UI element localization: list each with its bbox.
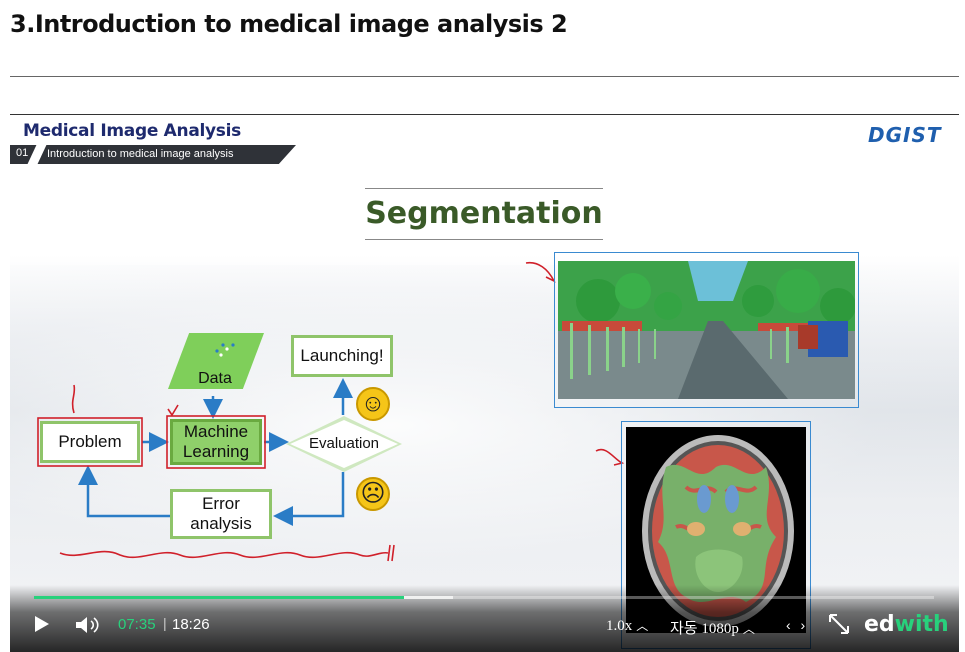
play-icon[interactable]: [34, 615, 50, 633]
speed-label: 1.0x: [606, 618, 632, 634]
error-label-line2: analysis: [190, 514, 251, 534]
launching-node: Launching!: [291, 335, 393, 377]
street-segmentation-image: [558, 261, 855, 399]
title-divider: [10, 76, 959, 77]
edwith-logo-part-a: ed: [864, 612, 895, 637]
data-label: Data: [185, 370, 245, 388]
quality-label: 자동 1080p: [670, 621, 739, 637]
volume-icon[interactable]: [74, 615, 104, 635]
fullscreen-icon[interactable]: [828, 613, 850, 635]
error-analysis-node: Error analysis: [170, 489, 272, 539]
edwith-logo[interactable]: edwith: [864, 612, 949, 637]
annotation-mri-arrow: [596, 450, 622, 465]
quality-button[interactable]: 자동 1080p ︿: [670, 617, 755, 638]
annotation-end-marks: [388, 545, 394, 561]
arrow-error-to-problem: [88, 470, 170, 516]
speed-button[interactable]: 1.0x ︿: [606, 617, 648, 635]
current-time: 07:35: [118, 616, 156, 633]
ml-label-line1: Machine: [183, 422, 249, 442]
page-title: 3.Introduction to medical image analysis…: [10, 10, 567, 38]
annotation-street-arrow: [526, 263, 554, 281]
video-player[interactable]: Medical Image Analysis 01 Introduction t…: [10, 114, 959, 652]
edwith-logo-part-b: with: [895, 612, 949, 637]
annotation-problem-arrow: [73, 385, 75, 413]
data-scatter-icon: [205, 337, 245, 363]
chevron-up-icon: ︿: [636, 619, 648, 633]
annotation-ml-tick: [168, 405, 178, 415]
arrow-eval-to-error: [278, 472, 343, 516]
ml-label-line2: Learning: [183, 442, 249, 462]
problem-node: Problem: [40, 421, 140, 463]
chapter-nav-buttons[interactable]: ‹ ›: [786, 617, 808, 633]
slide: Medical Image Analysis 01 Introduction t…: [10, 115, 959, 652]
happy-face-icon: ☺: [356, 387, 390, 421]
machine-learning-node: Machine Learning: [170, 419, 262, 465]
player-controls: 07:35 | 18:26 1.0x ︿ 자동 1080p ︿ ‹ › edwith: [10, 585, 959, 652]
launching-label: Launching!: [300, 346, 383, 366]
chevron-up-icon: ︿: [743, 622, 755, 636]
evaluation-label: Evaluation: [290, 435, 398, 452]
progress-bar[interactable]: [34, 596, 934, 599]
annotation-underline: [60, 552, 388, 558]
time-separator: |: [163, 615, 167, 631]
error-label-line1: Error: [190, 494, 251, 514]
problem-label: Problem: [58, 432, 121, 452]
progress-fill: [34, 596, 404, 599]
total-time: 18:26: [172, 616, 210, 633]
sad-face-icon: ☹: [356, 477, 390, 511]
